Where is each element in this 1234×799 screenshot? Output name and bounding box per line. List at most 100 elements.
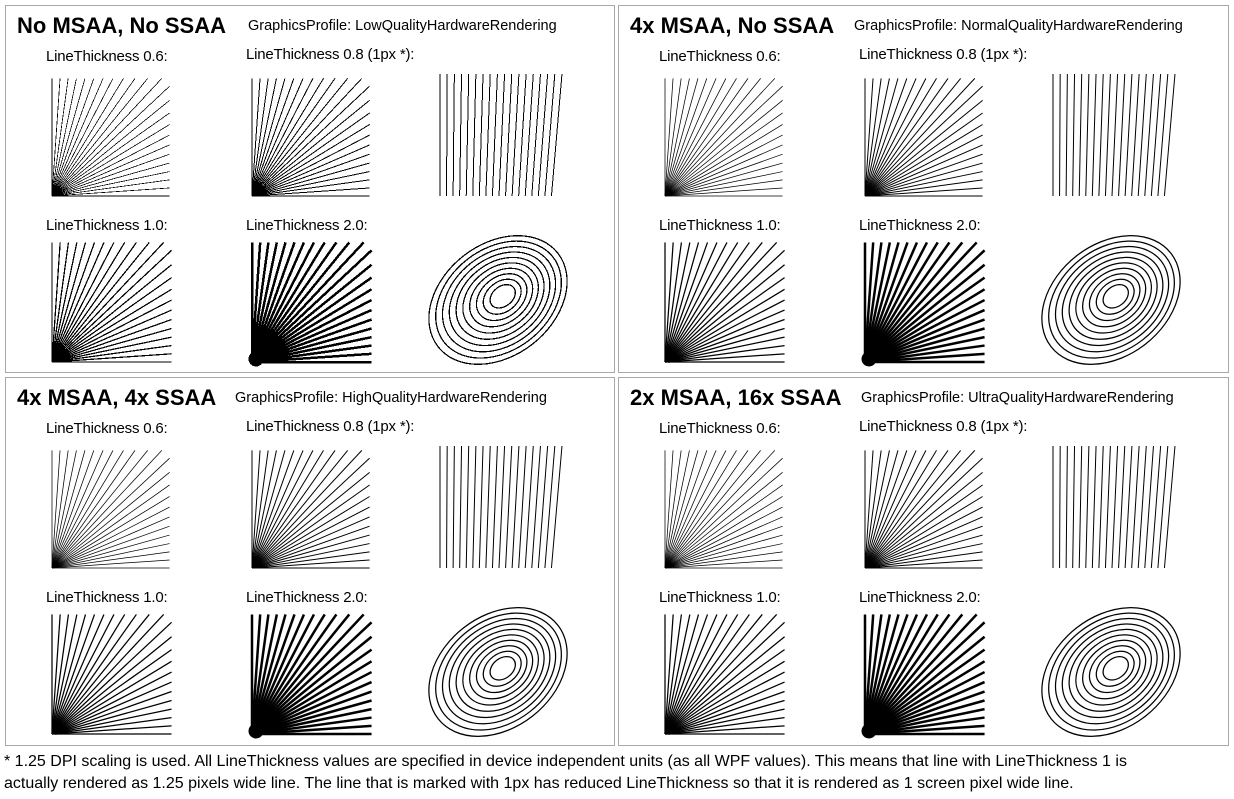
fan-line [51,450,95,569]
fan-line [51,636,172,735]
fan-line [251,680,373,736]
fan-origin [861,723,877,739]
panel-title: No MSAA, No SSAA [17,13,226,38]
ellipse-ring [1061,623,1164,719]
fan-line [863,242,875,363]
fan-line [250,614,262,735]
fan-line [51,621,172,735]
fan-line [251,660,373,736]
fan-line [51,353,172,363]
fan-origin [52,727,60,735]
fan-line [51,242,96,363]
fan-line [664,171,783,197]
fan-line [864,318,985,364]
fan-line [51,559,170,569]
tilted-line [1059,73,1061,197]
fan-line [51,614,61,735]
fan-line [664,621,785,735]
tilted-line [491,445,498,569]
tilted-line [485,445,491,569]
ellipse-ring [455,628,545,712]
tilted-line [1065,73,1068,197]
fan-line [51,671,172,735]
fan-line [863,242,900,363]
fan-line [664,450,682,569]
fan-line [250,242,270,363]
fan-line [251,559,370,569]
fan-line [51,288,172,363]
fan-line [864,724,985,736]
fan-line [664,242,691,363]
tilted-line [511,445,520,569]
ellipse-ring [482,650,522,687]
fan-line [251,496,370,569]
fan-lines-thickness-2-0 [861,613,986,739]
fan-line [51,242,87,363]
fan-lines-thickness-0-6 [664,450,783,569]
fan-line [251,78,349,197]
fan-line [251,724,372,736]
fan-line [863,613,951,735]
ellipse-ring [455,256,545,340]
fan-line [863,241,939,363]
fan-line [51,484,170,569]
fan-line [250,241,316,363]
fan-line [51,242,165,363]
fan-line [251,171,370,197]
fan-line [251,450,314,569]
fan-line [51,249,172,363]
tilted-line [1104,73,1111,197]
fan-line [250,613,306,735]
fan-line [864,699,985,736]
ellipse-ring [1061,251,1164,347]
footnote: * 1.25 DPI scaling is used. All LineThic… [4,751,1230,795]
fan-line [664,450,749,569]
fan-line [664,614,691,735]
fan-line [664,660,785,735]
panel-title: 4x MSAA, 4x SSAA [17,385,217,410]
tilted-line [465,73,470,197]
fan-origin [861,351,877,367]
fan-line [251,450,286,569]
fan-line [864,635,986,735]
fan-line [664,242,778,363]
fan-line [864,450,908,569]
fan-line [251,298,373,364]
fan-line [251,613,351,735]
fan-line [864,276,986,364]
ellipse-ring [1068,628,1158,712]
fan-line [664,614,763,735]
fan-origin [866,190,872,196]
panel-4x-msaa-4x-ssaa: 4x MSAA, 4x SSAA GraphicsProfile: HighQu… [5,377,615,746]
fan-line [251,716,372,736]
fan-line [864,690,985,736]
fan-line [251,112,370,197]
tilted-line [472,445,477,569]
fan-line [864,335,985,364]
fan-line [863,614,883,735]
fan-line [864,543,983,569]
fan-line [251,179,370,197]
tilted-line [1150,445,1162,569]
fan-line [51,112,170,197]
fan-line [250,242,287,363]
fan-line [51,450,69,569]
tilted-line [1091,445,1097,569]
fan-line [864,85,983,197]
fan-line [864,450,890,569]
fan-line [864,171,983,197]
ellipse-ring [1054,245,1170,353]
ellipse-ring [1041,235,1181,365]
fan-line [251,450,363,569]
tilted-line [1144,445,1154,569]
fan-line [51,78,148,197]
fan-line [864,78,927,197]
fan-line [864,516,983,569]
fan-line [864,613,964,735]
fan-line [864,716,985,736]
fan-line [664,708,785,735]
fan-line [251,78,261,197]
fan-line [664,162,783,197]
fan-line [251,335,372,364]
fan-line [864,288,986,364]
